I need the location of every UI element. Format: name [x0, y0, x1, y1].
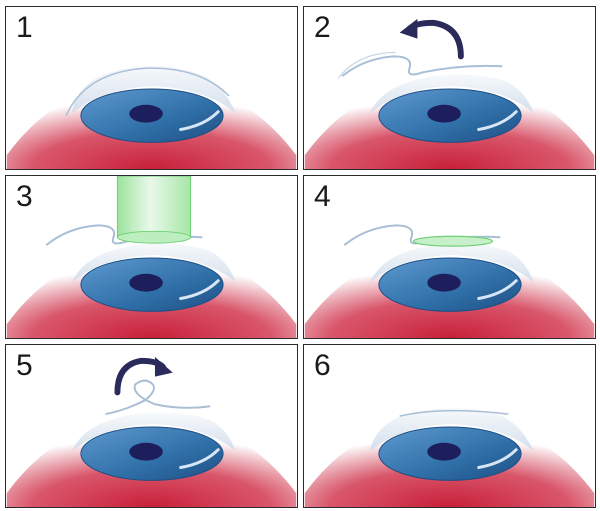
step-panel-3: 3 — [5, 175, 298, 339]
iris-highlight — [477, 279, 518, 300]
iris-highlight — [179, 448, 220, 469]
corneal-flap-lifted — [341, 55, 503, 77]
pupil — [129, 442, 163, 461]
iris-highlight — [179, 110, 220, 131]
step-number: 5 — [16, 349, 33, 382]
step-number: 3 — [16, 180, 33, 213]
ablated-zone — [412, 235, 494, 247]
cornea — [71, 412, 236, 452]
iris-highlight — [477, 110, 518, 131]
cornea — [369, 74, 534, 114]
eye-illustration — [304, 408, 595, 507]
eye-illustration — [6, 356, 297, 507]
cornea — [71, 66, 236, 114]
corneal-flap — [399, 409, 509, 417]
eye-illustration — [6, 66, 297, 169]
step-panel-6: 6 — [303, 344, 596, 508]
eye-illustration — [6, 176, 297, 338]
eye-illustration — [304, 18, 595, 169]
step-number: 6 — [314, 349, 331, 382]
cornea — [369, 408, 534, 452]
eye-illustration — [304, 224, 595, 338]
step-panel-5: 5 — [5, 344, 298, 508]
step-panel-4: 4 — [303, 175, 596, 339]
step-number: 1 — [16, 11, 33, 44]
step-panel-2: 2 — [303, 6, 596, 170]
pupil — [427, 104, 461, 123]
cornea — [369, 243, 534, 283]
step-panel-1: 1 — [5, 6, 298, 170]
lift-arrow-icon — [399, 18, 464, 60]
step-number: 2 — [314, 11, 331, 44]
iris-highlight — [179, 279, 220, 300]
pupil — [129, 104, 163, 123]
step-number: 4 — [314, 180, 331, 213]
flap-edge — [337, 51, 396, 79]
pupil — [427, 273, 461, 292]
pupil — [427, 442, 461, 461]
cornea — [71, 243, 236, 283]
corneal-flap-returning — [105, 379, 211, 416]
pupil — [129, 273, 163, 292]
replace-arrow-icon — [114, 356, 173, 396]
iris-highlight — [477, 448, 518, 469]
laser-beam — [116, 176, 192, 244]
corneal-flap — [65, 67, 230, 116]
